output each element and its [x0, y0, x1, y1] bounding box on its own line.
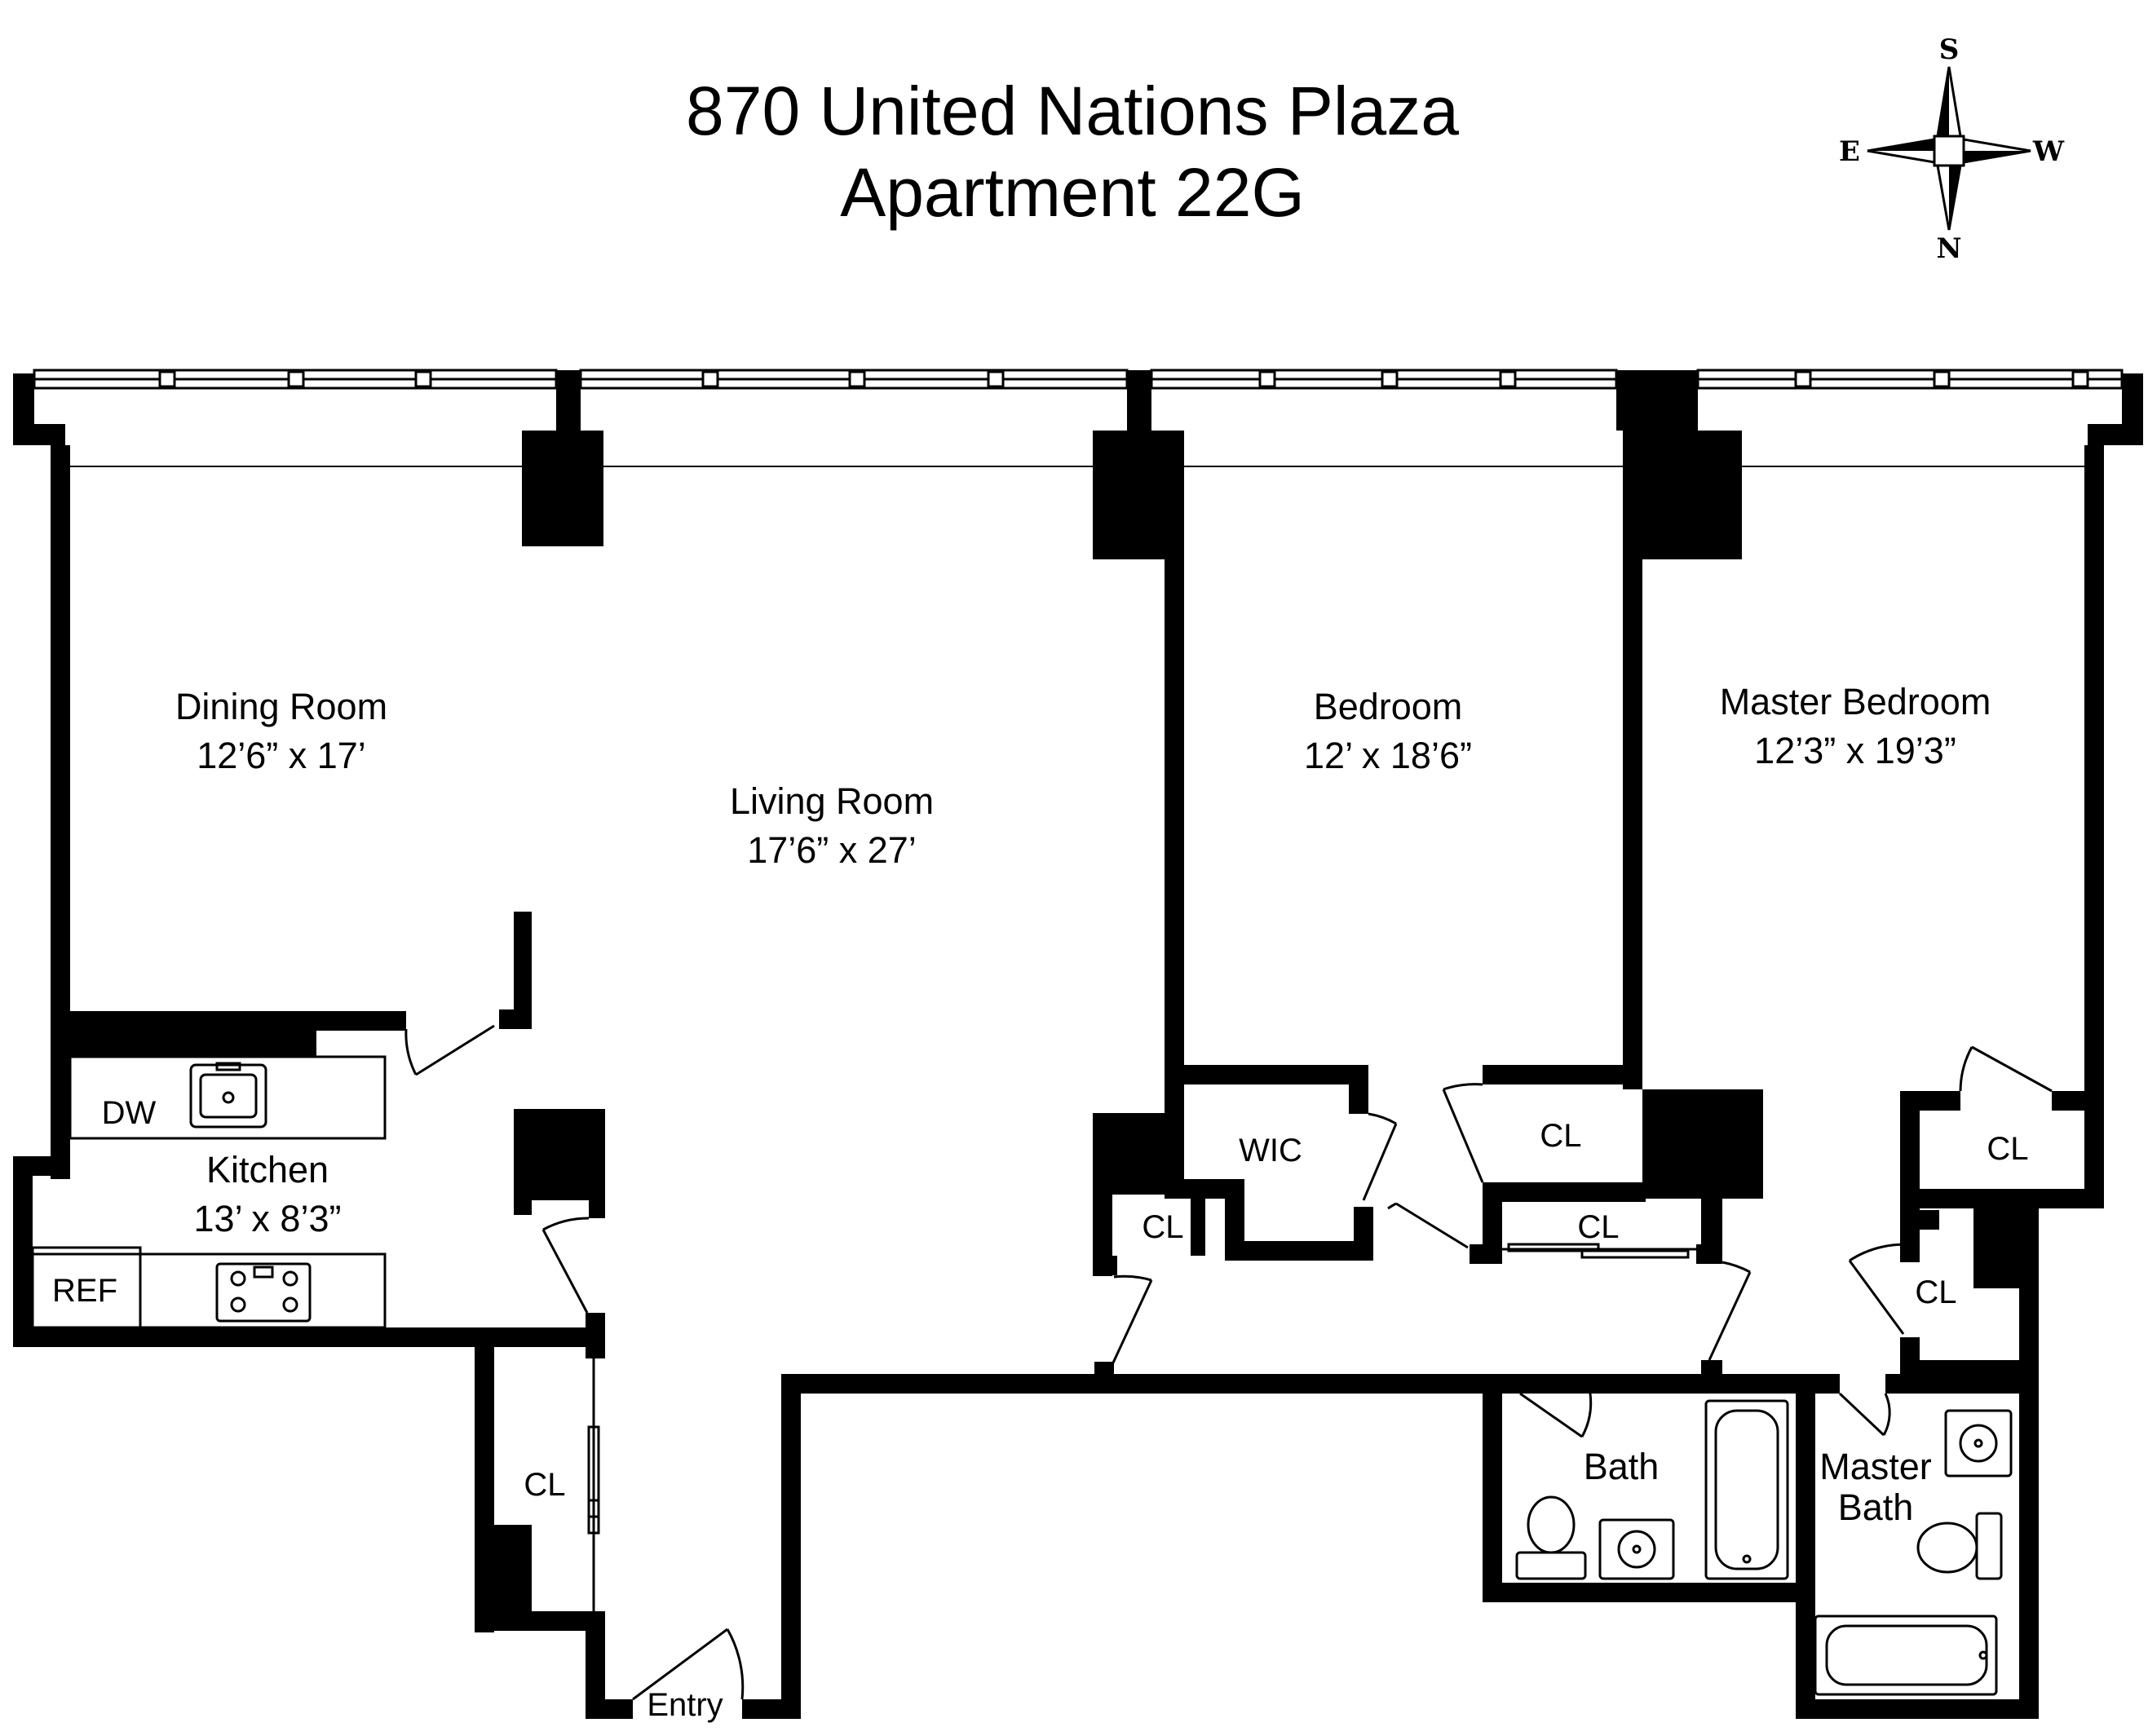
plan-title-address: 870 United Nations Plaza [686, 73, 1459, 149]
closet-label: CL [1577, 1209, 1619, 1245]
bath-fixtures [1515, 1399, 2013, 1696]
walk-in-closet-label: WIC [1239, 1133, 1302, 1168]
kitchen-label: Kitchen [206, 1149, 329, 1190]
bath-label: Bath [1584, 1446, 1660, 1487]
walls [13, 370, 2143, 1719]
compass-east-label: E [1839, 135, 1860, 168]
master-bedroom-label: Master Bedroom [1720, 681, 1991, 722]
compass-north-label: N [1936, 232, 1961, 265]
closet-label: CL [1540, 1118, 1581, 1154]
master-bath-label-line1: Master [1819, 1446, 1932, 1487]
closet-label: CL [1987, 1131, 2028, 1167]
entry-label: Entry [647, 1687, 723, 1723]
bedroom-label: Bedroom [1314, 686, 1463, 727]
compass-west-label: W [2032, 135, 2065, 168]
window-mullions [158, 370, 2089, 388]
dining-room-label: Dining Room [175, 686, 387, 727]
compass-rose-icon [1867, 66, 2031, 231]
closet-label: CL [1915, 1274, 1956, 1310]
kitchen-fixtures [31, 1055, 387, 1329]
closet-label: CL [1142, 1209, 1183, 1245]
kitchen-dimensions: 13’ x 8’3” [194, 1198, 342, 1239]
master-bedroom-dimensions: 12’3” x 19’3” [1754, 730, 1956, 771]
master-bath-label-line2: Bath [1838, 1486, 1914, 1528]
refrigerator-label: REF [52, 1273, 117, 1309]
living-room-label: Living Room [730, 780, 934, 822]
living-room-dimensions: 17’6” x 27’ [747, 829, 917, 871]
compass-south-label: S [1939, 33, 1960, 66]
dining-room-dimensions: 12’6” x 17’ [197, 735, 366, 776]
dishwasher-label: DW [102, 1095, 157, 1131]
closet-label: CL [524, 1467, 565, 1503]
doors [404, 1024, 2053, 1701]
plan-title-unit: Apartment 22G [840, 154, 1305, 231]
bedroom-dimensions: 12’ x 18’6” [1304, 735, 1472, 776]
